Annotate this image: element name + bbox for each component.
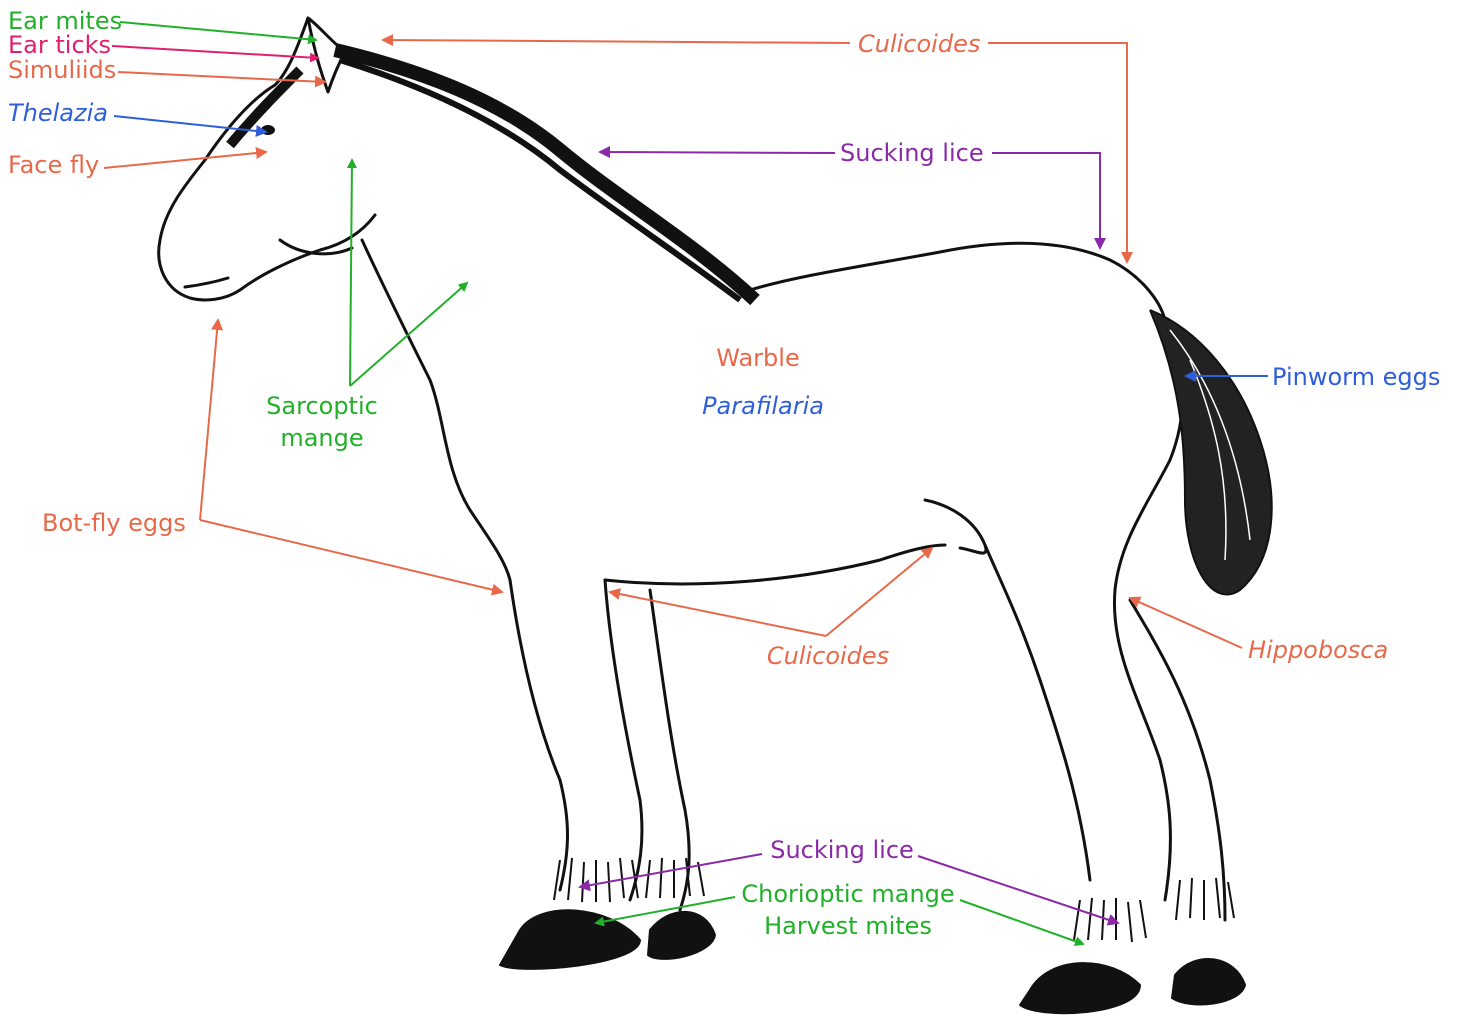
label-thelazia: Thelazia [8,99,108,127]
label-culicoides-top: Culicoides [858,30,980,58]
mouth-line [185,278,228,287]
hoof-hind-right [1172,959,1245,1004]
label-culicoides-leg: Culicoides [767,642,889,670]
belly [605,545,945,584]
label-chorioptic: Chorioptic mange [741,880,954,908]
topline [750,243,1165,320]
hoof-front-right [648,912,715,959]
hind-leg-b [1130,600,1225,920]
eye [261,125,275,135]
label-sarcoptic-line1: Sarcoptic [266,392,378,420]
label-sucking-lice-top: Sucking lice [840,139,984,167]
label-botfly: Bot-fly eggs [42,509,186,537]
label-hippobosca: Hippobosca [1248,636,1388,664]
neck-front [362,240,510,580]
label-simuliids: Simuliids [8,56,116,84]
tail [1150,310,1272,594]
hind-thigh [985,545,1090,880]
label-warble: Warble [716,344,799,372]
label-ear-ticks: Ear ticks [8,31,111,59]
front-leg-right [650,590,689,910]
hoof-hind-left [1020,963,1140,1013]
hind-leg-a [1114,590,1170,900]
front-leg-left-a [510,580,568,890]
arrows [104,22,1268,944]
label-pinworm: Pinworm eggs [1272,363,1440,391]
front-leg-left-b [605,580,642,900]
label-parafilaria: Parafilaria [702,392,824,420]
label-face-fly: Face fly [8,151,99,179]
label-sarcoptic-line2: mange [280,424,363,452]
label-sucking-lice-legs: Sucking lice [770,836,914,864]
label-harvest: Harvest mites [764,912,932,940]
mane [230,50,755,300]
